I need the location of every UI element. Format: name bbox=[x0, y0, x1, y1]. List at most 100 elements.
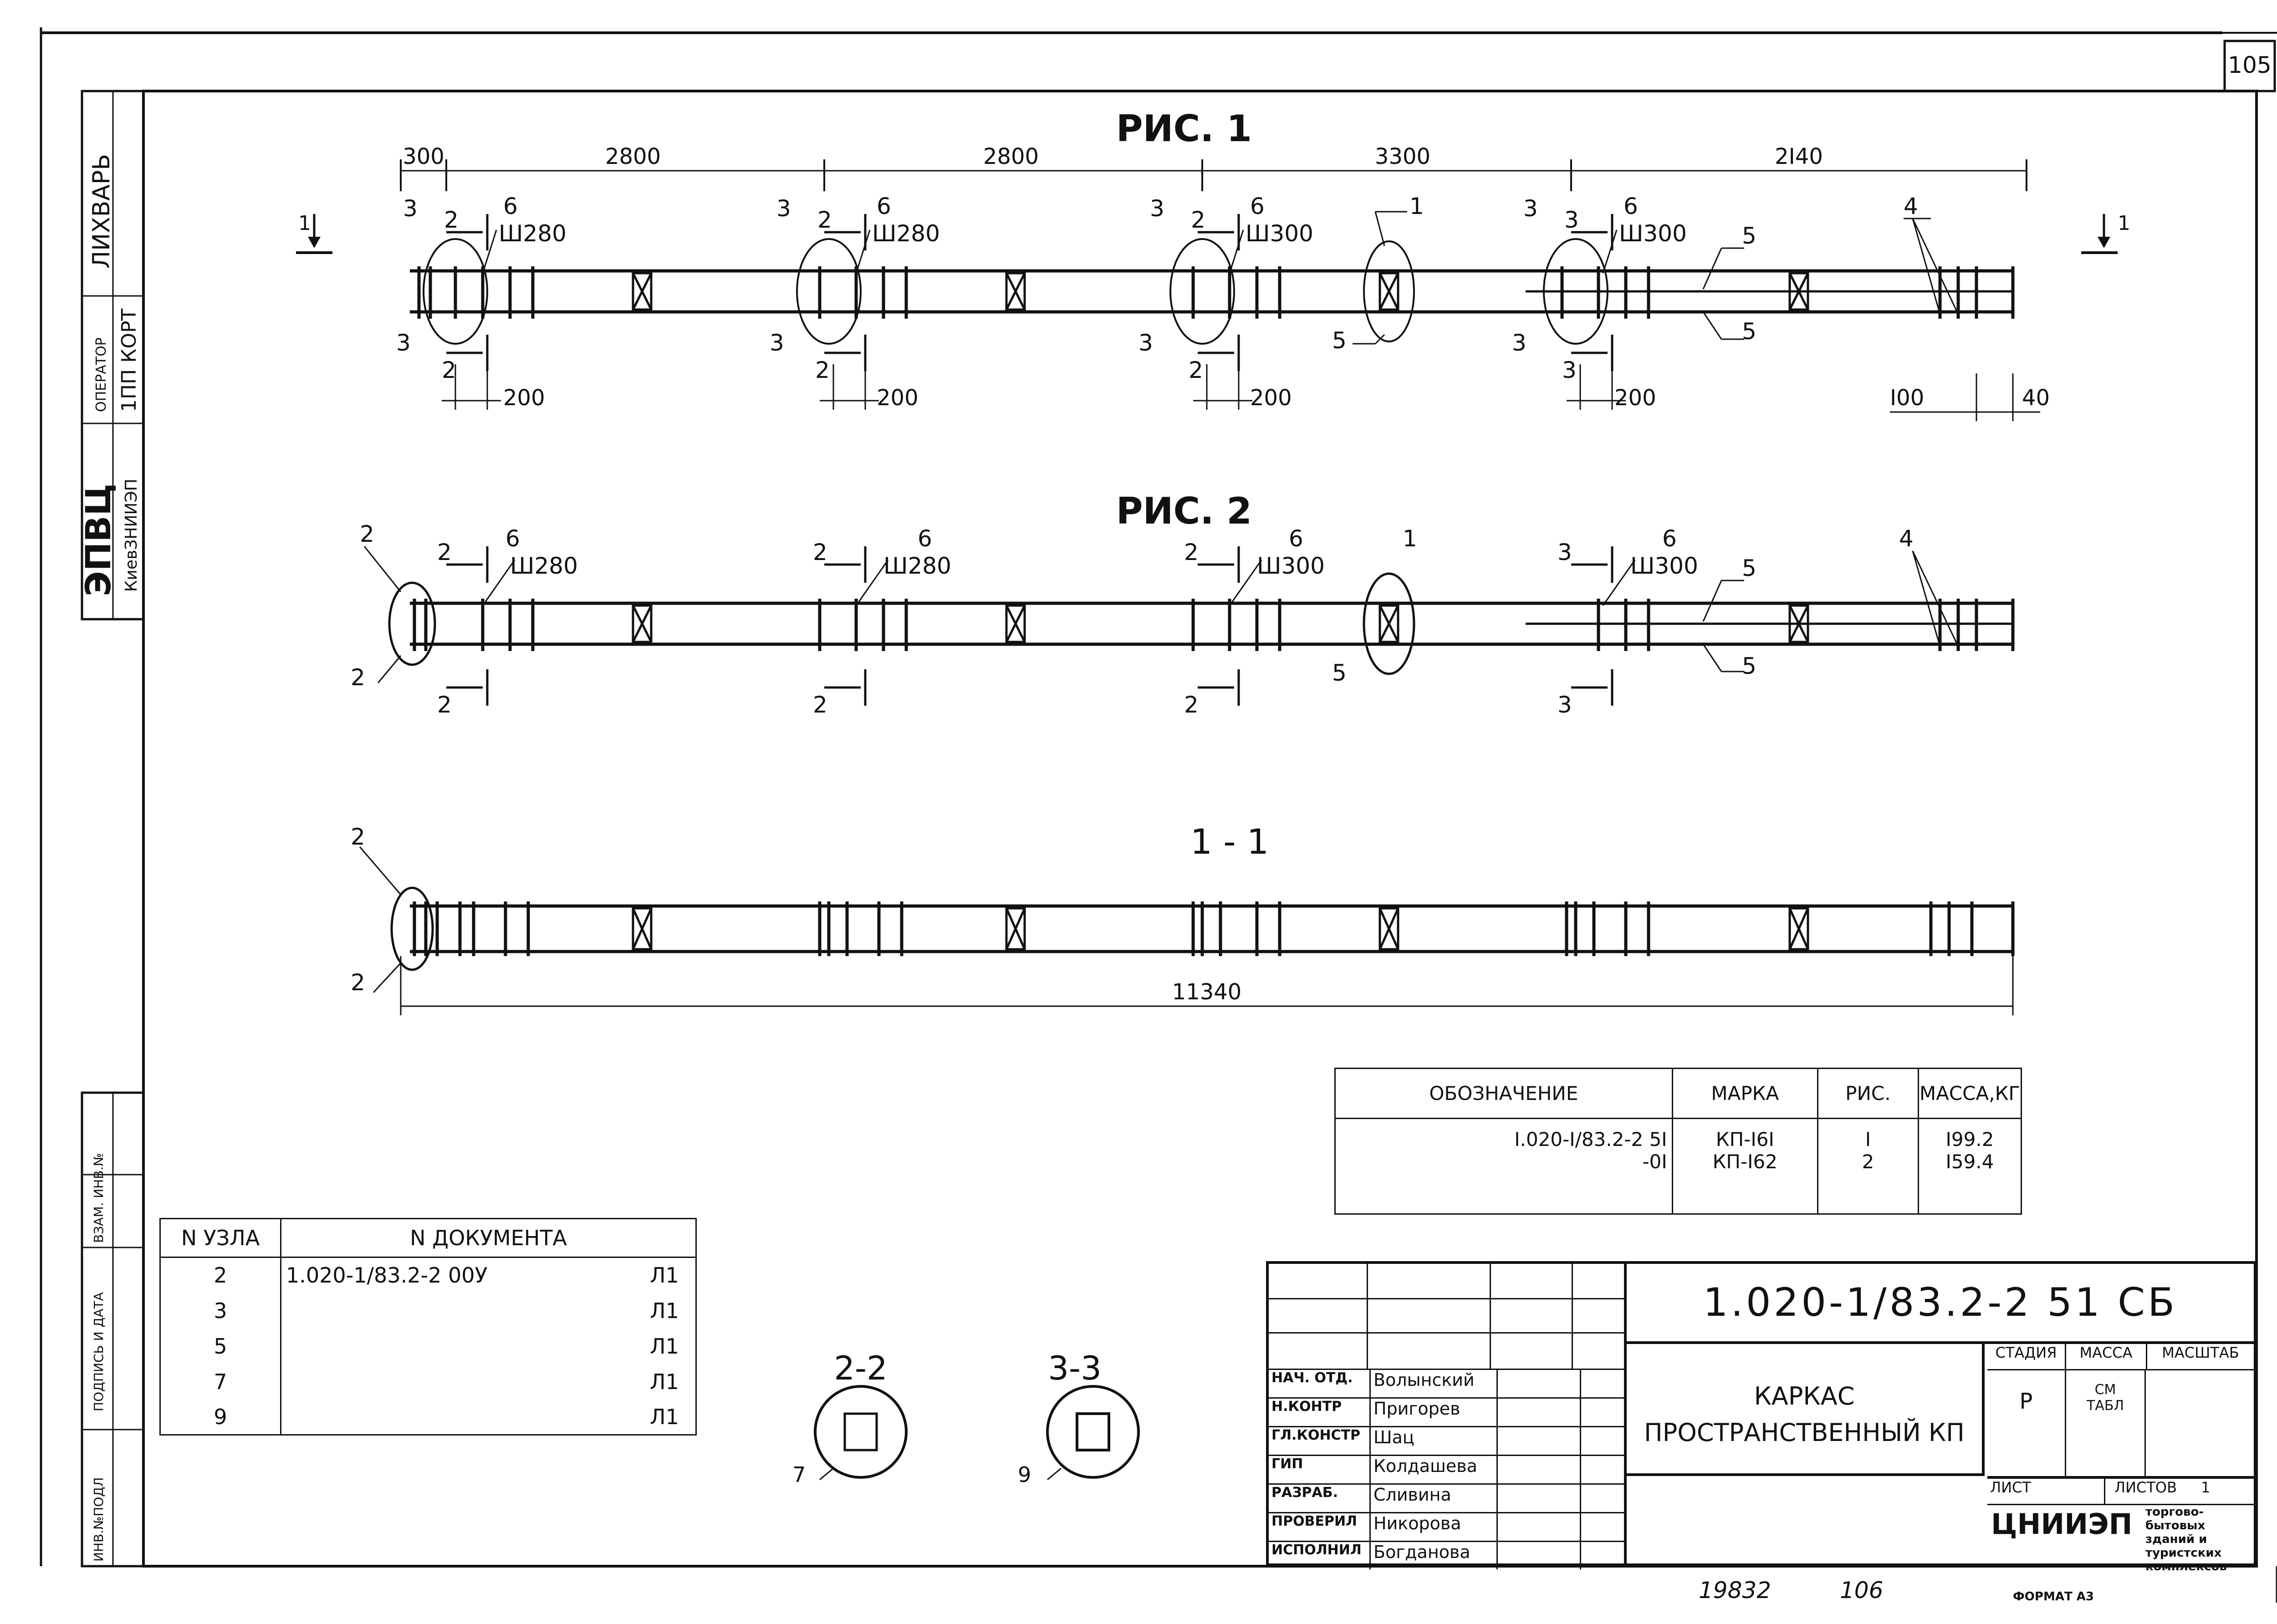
staff-role: ПРОВЕРИЛ bbox=[1269, 1513, 1371, 1541]
staff-row: ГИП Колдашева bbox=[1269, 1456, 1624, 1485]
fig1-callout: 5 bbox=[1742, 318, 1756, 345]
staff-name: Шац bbox=[1371, 1427, 1498, 1455]
fig1-dim-2800a: 2800 bbox=[605, 144, 661, 169]
staff-row: Н.КОНТР Пригорев bbox=[1269, 1399, 1624, 1427]
staff-row: ПРОВЕРИЛ Никорова bbox=[1269, 1513, 1624, 1542]
fig2-callout: 6 bbox=[1662, 525, 1677, 552]
fig1-dim-200c: 200 bbox=[1250, 385, 1292, 411]
fig1-callout: 2 bbox=[444, 207, 459, 233]
section-2-2-title: 2-2 bbox=[834, 1349, 888, 1387]
spec-header-designation: ОБОЗНАЧЕНИЕ bbox=[1334, 1068, 1673, 1119]
fig2-callout: 3 bbox=[1557, 692, 1572, 718]
fig1-dim-3300: 3300 bbox=[1375, 144, 1430, 169]
fig2-callout: 5 bbox=[1742, 653, 1756, 679]
spec-fig-2: 2 bbox=[1862, 1151, 1874, 1173]
sheets-value: 1 bbox=[2201, 1479, 2211, 1496]
main-frame bbox=[142, 90, 2258, 1568]
fig1-dim-40: 40 bbox=[2022, 385, 2050, 411]
staff-row: НАЧ. ОТД. Волынский bbox=[1269, 1370, 1624, 1399]
fig1-callout: 2 bbox=[815, 357, 830, 383]
section-2-2: 2-2 7 bbox=[792, 1349, 908, 1487]
fig1-callout: 4 bbox=[1904, 193, 1918, 219]
spec-header-mass: МАССА,КГ bbox=[1917, 1068, 2022, 1119]
nodes-table: N УЗЛА N ДОКУМЕНТА 2 1.020-1/83.2-2 00У … bbox=[159, 1218, 697, 1436]
staff-name: Богданова bbox=[1371, 1542, 1498, 1569]
section11-callout-top: 2 bbox=[351, 824, 365, 850]
fig1-callout: 3 bbox=[1564, 207, 1579, 233]
fig2-callout: Ш300 bbox=[1257, 553, 1325, 579]
nodes-cell bbox=[280, 1399, 645, 1436]
spec-designation-2: -0I bbox=[1642, 1151, 1667, 1173]
section11-dim: 11340 bbox=[1172, 979, 1242, 1005]
fig2-callout: 6 bbox=[505, 525, 520, 552]
fig1-dim-2800b: 2800 bbox=[983, 144, 1039, 169]
spec-table: ОБОЗНАЧЕНИЕ МАРКА РИС. МАССА,КГ I.020-I/… bbox=[1334, 1068, 2022, 1215]
spec-fig-1: I bbox=[1865, 1128, 1871, 1151]
fig2-callout: 2 bbox=[437, 539, 452, 565]
fig2-callout: Ш280 bbox=[510, 553, 578, 579]
fig2-callout: 2 bbox=[351, 664, 365, 691]
figure-1: РИС. 1 300 2800 2800 3300 2I40 1 1 bbox=[296, 107, 2130, 421]
nodes-cell bbox=[280, 1364, 645, 1400]
fig1-callout: 5 bbox=[1742, 223, 1756, 249]
fig1-callout: 3 bbox=[770, 330, 784, 356]
staff-name: Пригорев bbox=[1371, 1399, 1498, 1426]
section-3-3-callout: 9 bbox=[1018, 1462, 1031, 1487]
staff-role: Н.КОНТР bbox=[1269, 1399, 1371, 1426]
nodes-header-doc: N ДОКУМЕНТА bbox=[280, 1218, 697, 1258]
title-block: НАЧ. ОТД. Волынский Н.КОНТР Пригорев ГЛ.… bbox=[1266, 1261, 2257, 1573]
fig1-callout: Ш280 bbox=[872, 220, 940, 247]
staff-role: ГЛ.КОНСТР bbox=[1269, 1427, 1371, 1455]
left-field-replace: ВЗАМ. ИНВ.№ bbox=[91, 1153, 106, 1243]
fig1-callout: 6 bbox=[503, 193, 518, 219]
nodes-cell: Л1 bbox=[645, 1328, 697, 1364]
scale-label: МАСШТАБ bbox=[2162, 1344, 2239, 1361]
spec-designation-cell: I.020-I/83.2-2 5I -0I bbox=[1334, 1118, 1673, 1215]
spec-header-mark: МАРКА bbox=[1671, 1068, 1818, 1119]
fig1-dim-200a: 200 bbox=[503, 385, 545, 411]
staff-row: ГЛ.КОНСТР Шац bbox=[1269, 1427, 1624, 1456]
spec-mass-cell: I99.2 I59.4 bbox=[1917, 1118, 2022, 1215]
section11-callout-bottom: 2 bbox=[351, 969, 365, 996]
staff-row: РАЗРАБ. Сливина bbox=[1269, 1485, 1624, 1513]
fig2-callout: 5 bbox=[1332, 660, 1347, 686]
fig2-callout: 2 bbox=[437, 692, 452, 718]
fig1-callout: 3 bbox=[1523, 195, 1538, 222]
sheets-label: ЛИСТОВ bbox=[2114, 1479, 2177, 1496]
fig1-dim-2140: 2I40 bbox=[1775, 144, 1823, 169]
nodes-cell: 2 bbox=[159, 1257, 281, 1293]
stage-label: СТАДИЯ bbox=[1987, 1344, 2066, 1369]
fig1-callout: 3 bbox=[1150, 195, 1164, 222]
fig1-callout: 2 bbox=[817, 207, 832, 233]
fig2-callout: Ш280 bbox=[883, 553, 951, 579]
left-fields: ИНВ.№ПОДЛ ПОДПИСЬ И ДАТА ВЗАМ. ИНВ.№ bbox=[81, 1091, 145, 1568]
staff-rows: НАЧ. ОТД. Волынский Н.КОНТР Пригорев ГЛ.… bbox=[1269, 1370, 1624, 1569]
fig1-dim-300: 300 bbox=[403, 144, 444, 169]
nodes-cell: Л1 bbox=[645, 1399, 697, 1436]
fig1-callout: 3 bbox=[776, 195, 791, 222]
staff-name: Никорова bbox=[1371, 1513, 1498, 1541]
spec-header-fig: РИС. bbox=[1817, 1068, 1919, 1119]
fig1-callout: 2 bbox=[442, 357, 456, 383]
nodes-cell: Л1 bbox=[645, 1364, 697, 1400]
fig2-callout: 2 bbox=[1184, 539, 1199, 565]
fig1-section-mark-right: 1 bbox=[2118, 212, 2130, 235]
side-org: ЭПВЦ bbox=[78, 484, 118, 596]
fig1-callout: 2 bbox=[1189, 357, 1203, 383]
left-field-inv: ИНВ.№ПОДЛ bbox=[91, 1477, 106, 1562]
staff-role: РАЗРАБ. bbox=[1269, 1485, 1371, 1512]
title-stage-grid: СТАДИЯ МАССА МАСШТАБ Р СМ ТАБЛ bbox=[1987, 1344, 2254, 1479]
staff-name: Волынский bbox=[1371, 1370, 1498, 1397]
fig1-callout: 6 bbox=[1250, 193, 1265, 219]
spec-designation-1: I.020-I/83.2-2 5I bbox=[1514, 1128, 1667, 1151]
stage-value: Р bbox=[1987, 1370, 2066, 1476]
fig1-dim-200b: 200 bbox=[877, 385, 919, 411]
section-2-2-callout: 7 bbox=[792, 1462, 806, 1487]
footer-handwritten-right: 106 bbox=[1840, 1577, 1883, 1604]
fig1-callout: 3 bbox=[1138, 330, 1153, 356]
fig2-title: РИС. 2 bbox=[1116, 490, 1252, 532]
fig1-callout: 5 bbox=[1332, 327, 1347, 354]
sheet-label: ЛИСТ bbox=[1987, 1479, 2105, 1504]
section-3-3-title: 3-3 bbox=[1048, 1349, 1102, 1387]
